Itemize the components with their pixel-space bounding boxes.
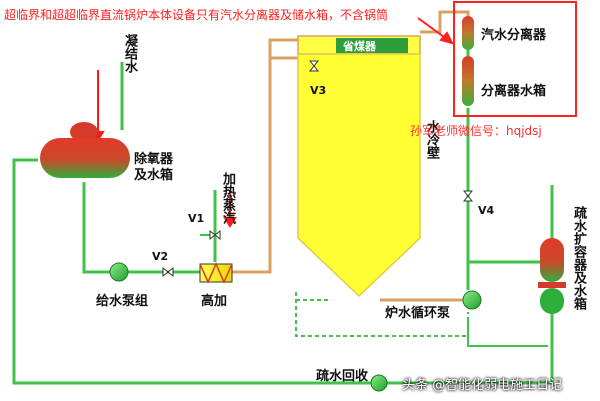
circulation-pump [462, 290, 482, 310]
label-wechat: 孙军老师微信号：hqjdsj [410, 124, 542, 138]
economizer [336, 38, 408, 53]
label-feed-pump-group: 给水泵组 [96, 294, 149, 309]
label-drain-recovery: 疏水回收 [316, 369, 369, 384]
drain-expander [538, 238, 566, 314]
valve-v4-icon [462, 190, 474, 202]
label-economizer: 省煤器 [343, 40, 376, 53]
furnace [297, 35, 421, 298]
label-drain-expander: 疏水扩容器及水箱 [571, 206, 586, 310]
label-separator: 汽水分离器 [481, 28, 547, 43]
header-note: 超临界和超超临界直流锅炉本体设备只有汽水分离器及储水箱，不含锅筒 [4, 8, 389, 22]
watermark: 头条 @智能化弱电施工日记 [402, 378, 563, 393]
label-condensate: 凝结水 [122, 34, 137, 73]
label-circ-pump: 炉水循环泵 [385, 306, 451, 321]
valve-v2-icon [162, 266, 174, 278]
label-valve-v1: V1 [188, 212, 205, 225]
separator [462, 16, 474, 106]
label-heating-steam: 加热蒸汽 [220, 172, 235, 224]
feed-pump [109, 262, 129, 282]
label-valve-v4: V4 [478, 204, 495, 217]
hp-heater [199, 262, 233, 284]
valve-v3-icon [308, 60, 320, 72]
deaerator [40, 122, 130, 178]
note-arrow [417, 17, 454, 45]
drain-connector [467, 318, 548, 347]
label-deaerator: 除氧器 及水箱 [134, 152, 174, 183]
label-valve-v2: V2 [152, 250, 169, 263]
drain-recovery-pump [370, 374, 388, 392]
label-separator-tank: 分离器水箱 [481, 84, 547, 99]
label-hp-heater: 高加 [201, 294, 228, 309]
label-water-wall: 水冷壁 [424, 120, 439, 159]
highlight-box [453, 1, 577, 117]
valve-v1-icon [209, 229, 221, 241]
green-pipes [12, 62, 554, 385]
label-valve-v3: V3 [310, 84, 327, 97]
